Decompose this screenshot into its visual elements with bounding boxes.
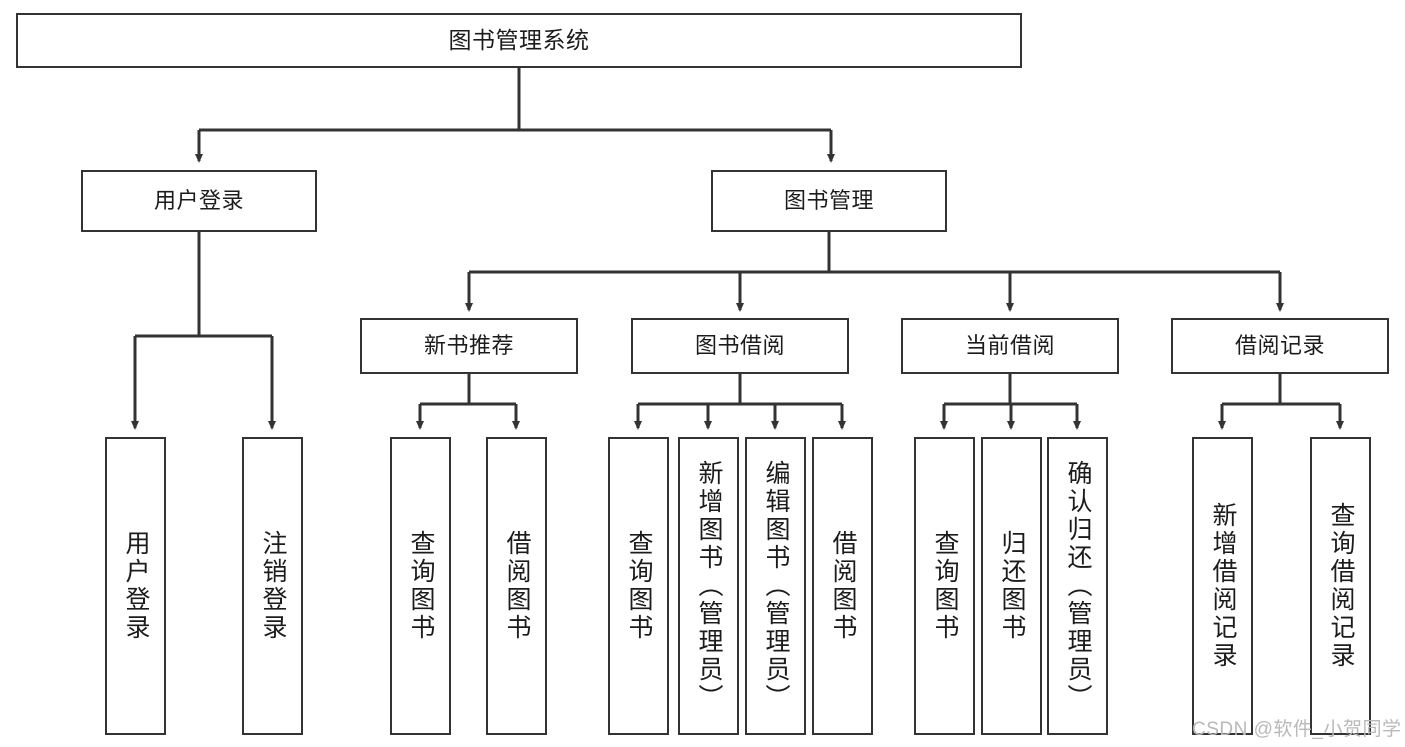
- leaf-borrow-record-add[interactable]: 新增借阅记录: [1192, 437, 1253, 735]
- leaf-current-borrow-query[interactable]: 查询图书: [914, 437, 975, 735]
- node-book-management[interactable]: 图书管理: [711, 170, 947, 232]
- leaf-current-borrow-confirm-return[interactable]: 确认归还（管理员）: [1047, 437, 1108, 735]
- node-label: 图书管理: [783, 188, 874, 214]
- leaf-book-borrow-add[interactable]: 新增图书（管理员）: [678, 437, 739, 735]
- node-label: 新增借阅记录: [1209, 502, 1237, 670]
- leaf-new-book-query[interactable]: 查询图书: [390, 437, 451, 735]
- node-label: 编辑图书（管理员）: [762, 460, 790, 712]
- node-label: 用户登录: [153, 188, 244, 214]
- leaf-current-borrow-return[interactable]: 归还图书: [981, 437, 1042, 735]
- node-label: 归还图书: [998, 530, 1026, 642]
- node-current-borrow[interactable]: 当前借阅: [901, 318, 1119, 374]
- leaf-book-borrow-borrow[interactable]: 借阅图书: [812, 437, 873, 735]
- node-label: 新书推荐: [423, 333, 514, 359]
- node-label: 查询图书: [407, 530, 435, 642]
- node-label: 图书管理系统: [448, 26, 590, 53]
- node-root-system[interactable]: 图书管理系统: [16, 13, 1022, 68]
- node-label: 借阅图书: [829, 530, 857, 642]
- node-label: 图书借阅: [694, 333, 785, 359]
- node-label: 当前借阅: [964, 333, 1055, 359]
- node-user-login[interactable]: 用户登录: [81, 170, 317, 232]
- node-label: 确认归还（管理员）: [1064, 460, 1092, 712]
- node-label: 注销登录: [259, 530, 287, 642]
- node-label: 查询图书: [931, 530, 959, 642]
- node-label: 查询借阅记录: [1327, 502, 1355, 670]
- node-book-borrow[interactable]: 图书借阅: [631, 318, 849, 374]
- node-label: 查询图书: [625, 530, 653, 642]
- node-label: 用户登录: [122, 530, 150, 642]
- node-new-book-recommend[interactable]: 新书推荐: [360, 318, 578, 374]
- leaf-new-book-borrow[interactable]: 借阅图书: [486, 437, 547, 735]
- leaf-user-login-signin[interactable]: 用户登录: [105, 437, 166, 735]
- leaf-book-borrow-edit[interactable]: 编辑图书（管理员）: [745, 437, 806, 735]
- leaf-user-login-signout[interactable]: 注销登录: [242, 437, 303, 735]
- leaf-borrow-record-query[interactable]: 查询借阅记录: [1310, 437, 1371, 735]
- node-borrow-record[interactable]: 借阅记录: [1171, 318, 1389, 374]
- csdn-watermark: CSDN @软件_小贺同学: [1192, 719, 1402, 740]
- leaf-book-borrow-query[interactable]: 查询图书: [608, 437, 669, 735]
- node-label: 新增图书（管理员）: [695, 460, 723, 712]
- node-label: 借阅图书: [503, 530, 531, 642]
- node-label: 借阅记录: [1234, 333, 1325, 359]
